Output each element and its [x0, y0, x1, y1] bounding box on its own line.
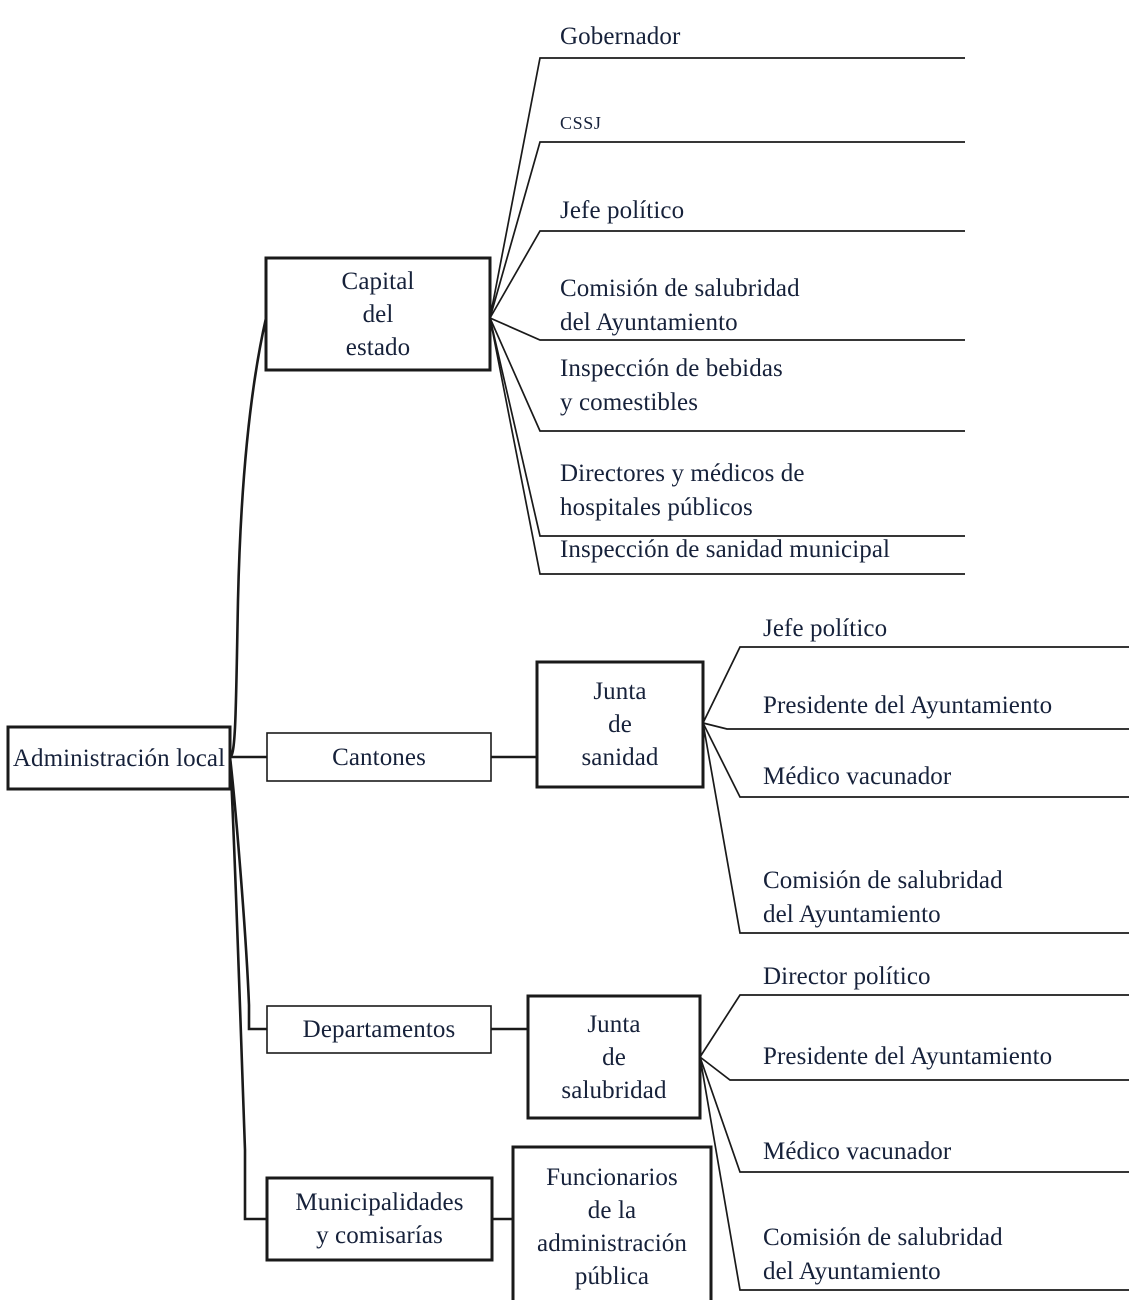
- leaf-label-cssj: CSSJ: [560, 113, 602, 133]
- connector-junta-salubridad-to-director-politico: [699, 994, 1129, 1058]
- connector-capital-to-directores-y-medicos: [489, 317, 965, 537]
- node-box-junta-de-salubridad[interactable]: [526, 994, 702, 1120]
- node-box-cantones[interactable]: [266, 732, 492, 782]
- connector-junta-sanidad-to-jefe-politico: [702, 646, 1129, 724]
- leaf-label-gobernador: Gobernador: [560, 23, 681, 50]
- leaf-label-jefe-politico-canton: Jefe político: [763, 615, 888, 642]
- connector-capital-to-inspeccion-de-bebidas: [489, 317, 965, 432]
- leaf-label-comision-de-salubridad-canton: Comisión de salubridad del Ayuntamiento: [763, 867, 1003, 928]
- leaf-label-comision-de-salubridad-depto: Comisión de salubridad del Ayuntamiento: [763, 1224, 1003, 1285]
- node-box-municipalidades-y-comisarias[interactable]: [265, 1176, 494, 1262]
- leaf-label-director-politico: Director político: [763, 963, 931, 990]
- connector-junta-salubridad-to-medico-vacunador: [699, 1056, 1129, 1173]
- node-box-capital-del-estado[interactable]: [264, 256, 492, 372]
- leaf-label-jefe-politico-capital: Jefe político: [560, 197, 685, 224]
- leaf-label-medico-vacunador-canton: Médico vacunador: [763, 763, 952, 790]
- connector-capital-to-cssj: [489, 141, 965, 319]
- leaf-label-medico-vacunador-depto: Médico vacunador: [763, 1138, 952, 1165]
- connector-capital-to-comision-de-salubridad: [489, 317, 965, 341]
- leaf-label-inspeccion-de-bebidas-y-comestibles: Inspección de bebidas y comestibles: [560, 355, 783, 416]
- connector-capital-to-jefe-politico: [489, 230, 965, 319]
- connector-capital-to-gobernador: [489, 57, 965, 319]
- node-box-departamentos[interactable]: [266, 1005, 492, 1054]
- connector-junta-sanidad-to-presidente-del-ayuntamiento: [702, 722, 1129, 730]
- leaf-label-comision-de-salubridad-capital: Comisión de salubridad del Ayuntamiento: [560, 275, 800, 336]
- connector-junta-sanidad-to-comision-de-salubridad: [702, 722, 1129, 934]
- leaf-label-presidente-del-ayuntamiento-depto: Presidente del Ayuntamiento: [763, 1043, 1053, 1070]
- leaf-label-directores-y-medicos-de-hospitales-publicos: Directores y médicos de hospitales públi…: [560, 460, 805, 521]
- connector-junta-salubridad-to-comision-de-salubridad: [699, 1056, 1129, 1291]
- node-box-funcionarios-administracion-publica[interactable]: [511, 1145, 713, 1300]
- connector-junta-sanidad-to-medico-vacunador: [702, 722, 1129, 798]
- leaf-label-presidente-del-ayuntamiento-canton: Presidente del Ayuntamiento: [763, 692, 1053, 719]
- connector-capital-to-inspeccion-de-sanidad-municipal: [489, 317, 965, 575]
- leaf-label-inspeccion-de-sanidad-municipal: Inspección de sanidad municipal: [560, 536, 891, 563]
- connector-junta-salubridad-to-presidente-del-ayuntamiento: [699, 1056, 1129, 1081]
- connector-root-to-capital-del-estado: [228, 317, 268, 759]
- connector-root-to-municipalidades: [228, 756, 267, 1221]
- node-box-junta-de-sanidad[interactable]: [535, 660, 705, 789]
- node-box-administracion-local[interactable]: [6, 725, 232, 791]
